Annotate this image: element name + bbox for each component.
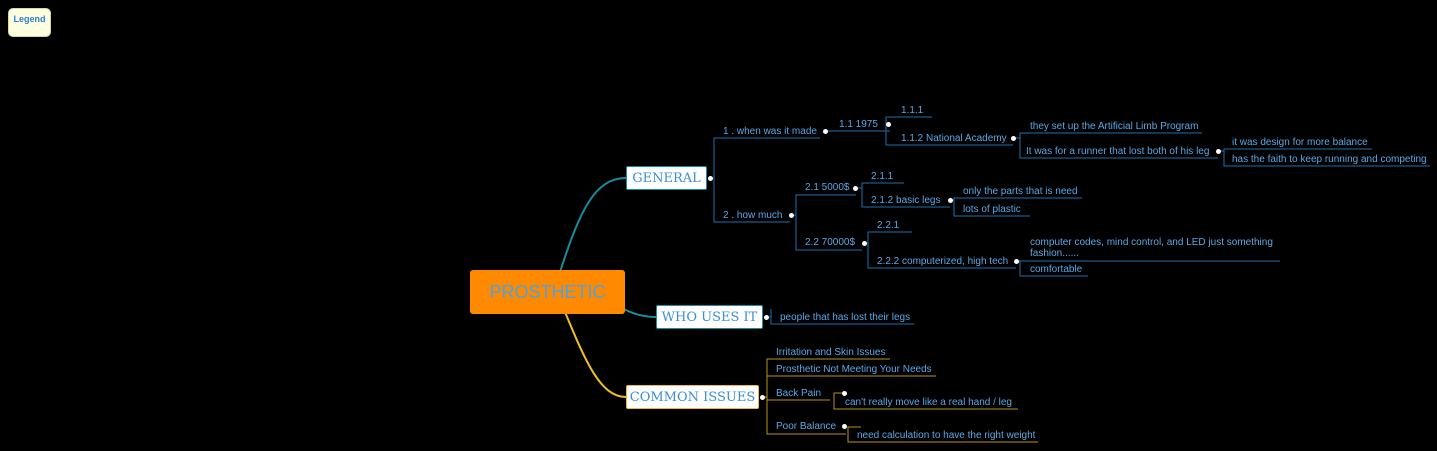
branch-curve-general [559, 177, 627, 273]
topic-how-much[interactable]: 2 . how much [723, 210, 783, 221]
topic-runner[interactable]: It was for a runner that lost both of hi… [1026, 146, 1210, 157]
collapse-dot-general[interactable] [708, 176, 713, 181]
topic-people[interactable]: people that has lost their legs [780, 312, 911, 323]
topic-1-1-1[interactable]: 1.1.1 [901, 105, 924, 116]
legend-button[interactable]: Legend [8, 8, 51, 37]
topic-codes[interactable]: computer codes, mind control, and LED ju… [1030, 237, 1273, 259]
branch-general[interactable]: GENERAL [626, 166, 707, 190]
topic-irritation[interactable]: Irritation and Skin Issues [776, 347, 886, 358]
collapse-dot-basic-legs[interactable] [948, 198, 953, 203]
topic-2-1-1[interactable]: 2.1.1 [871, 171, 894, 182]
branch-who-uses-it[interactable]: WHO USES IT [656, 305, 763, 329]
topic-1975[interactable]: 1.1 1975 [839, 119, 878, 130]
central-topic[interactable]: PROSTHETIC [470, 270, 625, 314]
topic-back-pain[interactable]: Back Pain [776, 388, 822, 399]
collapse-dot-back-pain[interactable] [842, 391, 847, 396]
topic-not-meeting-needs[interactable]: Prosthetic Not Meeting Your Needs [776, 364, 932, 375]
collapse-dot-1975[interactable] [886, 122, 891, 127]
topic-when[interactable]: 1 . when was it made [723, 126, 817, 137]
collapse-dot-who-uses-it[interactable] [764, 315, 769, 320]
topic-5000[interactable]: 2.1 5000$ [805, 182, 850, 193]
topic-basic-legs[interactable]: 2.1.2 basic legs [871, 195, 941, 206]
topic-parts[interactable]: only the parts that is need [963, 186, 1078, 197]
collapse-dot-computerized[interactable] [1014, 259, 1019, 264]
collapse-dot-poor-balance[interactable] [842, 424, 847, 429]
branch-curve-common-issues [564, 311, 627, 398]
topic-faith[interactable]: has the faith to keep running and compet… [1232, 154, 1427, 165]
topic-plastic[interactable]: lots of plastic [963, 204, 1021, 215]
topic-poor-balance[interactable]: Poor Balance [776, 421, 837, 432]
collapse-dot-when[interactable] [823, 129, 828, 134]
collapse-dot-common-issues[interactable] [760, 395, 765, 400]
collapse-dot-academy[interactable] [1011, 136, 1016, 141]
branch-common-issues[interactable]: COMMON ISSUES [626, 385, 759, 409]
collapse-dot-runner[interactable] [1216, 149, 1221, 154]
topic-computerized[interactable]: 2.2.2 computerized, high tech [877, 256, 1009, 267]
topic-calculation[interactable]: need calculation to have the right weigh… [857, 430, 1036, 441]
topic-cant-move[interactable]: can't really move like a real hand / leg [845, 397, 1012, 408]
topic-70000[interactable]: 2.2 70000$ [805, 237, 856, 248]
collapse-dot-how-much[interactable] [789, 213, 794, 218]
topic-balance[interactable]: it was design for more balance [1232, 137, 1368, 148]
collapse-dot-5000[interactable] [853, 186, 858, 191]
collapse-dot-70000[interactable] [862, 241, 867, 246]
topic-national-academy[interactable]: 1.1.2 National Academy [901, 133, 1007, 144]
topic-comfortable[interactable]: comfortable [1030, 264, 1083, 275]
topic-2-2-1[interactable]: 2.2.1 [877, 220, 900, 231]
topic-program[interactable]: they set up the Artificial Limb Program [1030, 121, 1199, 132]
